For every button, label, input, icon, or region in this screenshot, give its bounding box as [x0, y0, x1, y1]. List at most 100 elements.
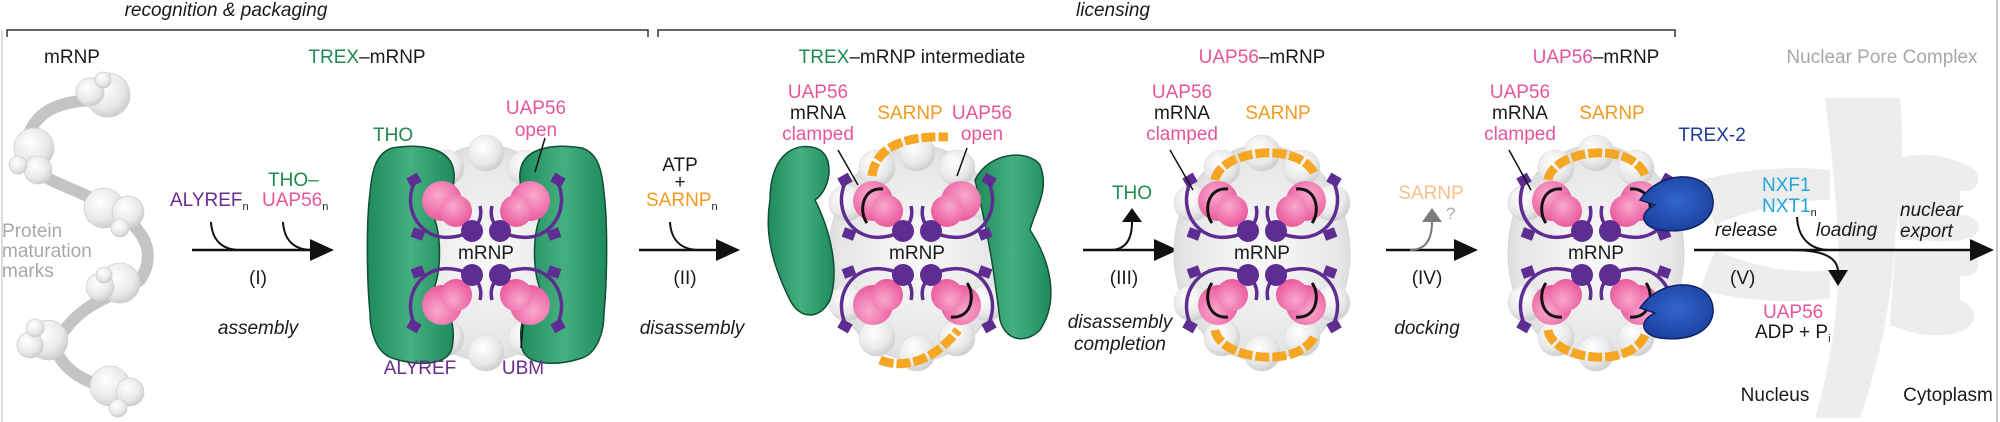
stage4-title-colored: UAP56 [1198, 47, 1259, 68]
stage5-trex2-label: TREX-2 [1678, 125, 1746, 146]
adp-sub: i [1828, 333, 1831, 345]
stage4-uap56-bottom-right [1265, 264, 1342, 334]
alyref-rrm-domain [1599, 220, 1621, 242]
stage5-sarnp-bottom [1543, 328, 1650, 362]
stage4-title: UAP56–mRNP [1199, 47, 1326, 69]
label-line-clamped: clamped [1146, 124, 1218, 145]
stage5-trex2-top [1638, 176, 1714, 232]
label-line-mrna: mRNA [790, 103, 846, 124]
ubm-tag [546, 265, 562, 279]
label-line-uap56: UAP56 [1489, 82, 1551, 103]
arrow-step4 [1386, 208, 1478, 261]
step5-export: nuclear export [1900, 200, 1962, 242]
uap56-lobe [1276, 195, 1308, 227]
alyref-tether [1184, 267, 1259, 324]
phase-licensing-label: licensing [1076, 0, 1150, 21]
alyref-tether [839, 267, 914, 324]
ubm-tag [1326, 172, 1342, 188]
stage4-sarnp-bottom [1210, 328, 1320, 362]
arrow-step3 [1083, 208, 1178, 261]
ubm-tag [1516, 318, 1532, 334]
stage5-uap56-top-left [1516, 172, 1593, 242]
note-line-2: maturation [2, 241, 92, 262]
stage5-sarnp-top [1543, 148, 1650, 182]
ubm-tag [981, 172, 997, 188]
ubm-tag [1186, 265, 1202, 279]
mrnp-core-bead [1537, 149, 1575, 187]
alyref-tether [1265, 182, 1340, 239]
stage3-uap56-bottom-left [837, 264, 914, 334]
ubm-tag [981, 318, 997, 334]
alyref-tether [1265, 267, 1340, 324]
arrow-step2 [639, 221, 740, 261]
stage6-title: Nuclear Pore Complex [1786, 47, 1978, 68]
step2-label: disassembly [639, 318, 745, 339]
ubm-tag [406, 172, 422, 188]
ubm-tag [550, 318, 566, 334]
label-line-mrna: mRNA [1154, 103, 1210, 124]
arrow-step1 [192, 221, 334, 261]
stage3-left-label: UAP56 mRNA clamped [782, 82, 854, 145]
alyref-tether [1518, 182, 1593, 239]
step2-input-sarnp: SARNPn [646, 190, 718, 218]
ubm-tag [1520, 265, 1536, 279]
mrna-strand [1540, 282, 1563, 319]
mrnp-core-bead [938, 319, 976, 357]
alyref-tether [489, 267, 564, 324]
ubm-tag [1182, 172, 1198, 188]
stage4-sarnp-top [1210, 148, 1320, 182]
stage2-uap56-top-left [406, 172, 483, 242]
alyref-rrm-domain [1237, 264, 1259, 286]
uap56-lobe [1276, 279, 1308, 311]
ubm-tag [1516, 172, 1532, 188]
uap56-lobe [500, 279, 532, 311]
export-line-2: export [1900, 221, 1953, 242]
alyref-tether [408, 182, 483, 239]
stage2-uap56-bottom-right [489, 264, 566, 334]
ubm-tag [1520, 227, 1536, 241]
bracket-recognition [6, 29, 649, 37]
ubm-tag [1656, 265, 1672, 279]
alyref-rrm-domain [1571, 220, 1593, 242]
alyref-tether [489, 182, 564, 239]
step1-input-alyref: ALYREFn [170, 190, 249, 218]
alyref-rrm-domain [461, 220, 483, 242]
label-line-1: disassembly [1067, 312, 1173, 333]
stage3-right-label: UAP56 open [952, 103, 1012, 145]
stage4-uap56-top-right [1265, 172, 1342, 242]
sarnp-text: SARNP [646, 190, 712, 211]
mrnp-core-bead [938, 149, 976, 187]
stage2-core-label: mRNP [458, 243, 514, 264]
stage2-title-colored: TREX [308, 47, 360, 68]
ubm-tag [1326, 318, 1342, 334]
stage3-title-colored: TREX [798, 47, 850, 68]
step5-output-adp: ADP + Pi [1755, 322, 1831, 350]
uap56-lobe [1610, 195, 1642, 227]
uap56-text: UAP56 [262, 190, 323, 211]
stage3-core-label: mRNP [889, 243, 945, 264]
uap56-lobe [1216, 279, 1248, 311]
ubm-tag [837, 172, 853, 188]
note-line-3: marks [2, 261, 54, 282]
alyref-rrm-domain [920, 264, 942, 286]
note-line-1: Protein [2, 221, 63, 242]
alyref-rrm-domain [1599, 264, 1621, 286]
step2-plus: + [674, 172, 686, 193]
step1-label: assembly [217, 318, 299, 339]
stage3-sarnp-label: SARNP [877, 103, 943, 124]
ubm-tag [1322, 227, 1338, 241]
nxt1-sub: n [1810, 207, 1817, 219]
alyref-tether [920, 182, 995, 239]
alyref-rrm-domain [489, 264, 511, 286]
stage2-ubm-label: UBM [501, 358, 545, 379]
alyref-rrm-domain [1265, 264, 1287, 286]
stage2-title-rest: –mRNP [359, 47, 426, 68]
alyref-tether [408, 267, 483, 324]
uap56-lobe [440, 195, 472, 227]
stage5-uap56-bottom-left [1516, 264, 1593, 334]
uap56-sub: n [322, 201, 329, 213]
stage3-sarnp-bottom [878, 327, 962, 369]
stage5-title: UAP56–mRNP [1533, 47, 1660, 69]
mrnp-core-bead [467, 134, 505, 172]
